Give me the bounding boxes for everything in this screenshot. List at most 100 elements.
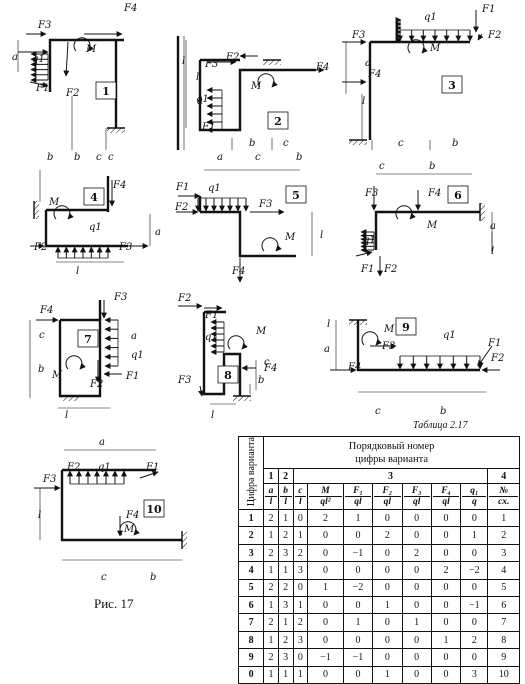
scheme-label: q1	[205, 332, 218, 343]
table-cell: 1	[263, 526, 279, 545]
scheme-label: F3	[381, 341, 395, 352]
scheme-label: M	[48, 197, 60, 208]
support-hatch	[182, 531, 187, 549]
scheme-label: F4	[263, 363, 277, 374]
table-cell: 9	[487, 648, 520, 667]
table-cell: 6	[487, 596, 520, 615]
scheme-label: a	[217, 152, 223, 163]
scheme-label: b	[249, 138, 255, 149]
param-numerator: q₁	[462, 486, 487, 497]
scheme-label: c	[375, 406, 381, 417]
table-cell: 2	[307, 509, 344, 528]
variant-digit-cell: 5	[237, 578, 265, 598]
scheme-label: c	[379, 161, 385, 172]
scheme-label: l	[491, 246, 494, 257]
table-cell: 0	[372, 613, 403, 632]
force-arrow	[139, 470, 159, 479]
table-cell: 3	[277, 648, 294, 667]
scheme-label: c	[283, 138, 289, 149]
scheme-label: F3	[118, 242, 132, 253]
scheme-label: M	[429, 43, 441, 54]
scheme-label: q1	[208, 183, 221, 194]
table-cell: 1	[263, 561, 279, 580]
table-cell: 1	[277, 561, 294, 580]
scheme-label: a	[197, 96, 203, 107]
table-cell: 0	[460, 648, 489, 667]
param-denominator: ql	[412, 496, 421, 507]
scheme-label: M	[255, 326, 267, 337]
scheme-label: F2	[174, 202, 188, 213]
table-cell: 0	[401, 561, 432, 580]
super-header-line-2: цифры варианта	[355, 453, 429, 465]
scheme-label: a	[99, 437, 105, 448]
scheme-number-box	[95, 81, 117, 100]
scheme-label: F1	[481, 4, 495, 15]
scheme-label: M	[51, 370, 63, 381]
scheme-label: F2	[66, 462, 80, 473]
scheme-label: a	[155, 227, 161, 238]
super-header-cell: Порядковый номер цифры варианта	[263, 435, 520, 470]
scheme-label: F2	[65, 88, 79, 99]
table-cell: −2	[460, 561, 489, 580]
table-cell: 2	[263, 578, 279, 598]
scheme-number-box	[217, 365, 239, 384]
force-arrow	[63, 41, 70, 77]
table-cell: 0	[430, 665, 462, 684]
scheme-number-box	[447, 185, 469, 204]
scheme-number-box	[77, 329, 99, 348]
scheme-label: F3	[42, 474, 56, 485]
table-cell: 2	[277, 526, 294, 545]
scheme-label: M	[426, 220, 438, 231]
scheme-label: q1	[89, 222, 102, 233]
param-numerator: №	[489, 486, 518, 497]
scheme-label: c	[39, 330, 45, 341]
table-cell: 2	[263, 543, 279, 563]
table-cell: 1	[307, 578, 344, 598]
scheme-label: b	[440, 406, 446, 417]
scheme-label: F3	[177, 375, 191, 386]
scheme-label: F3	[364, 188, 378, 199]
table-cell: 0	[401, 648, 432, 667]
table-cell: 0	[430, 526, 462, 545]
table-cell: 0	[307, 630, 344, 650]
scheme-label: b	[74, 152, 80, 163]
scheme-label: F3	[351, 30, 365, 41]
scheme-label: b	[452, 138, 458, 149]
scheme-label: F4	[367, 69, 381, 80]
table-cell: 0	[401, 526, 432, 545]
param-denominator: ql	[354, 496, 362, 507]
scheme-label: l	[196, 72, 199, 83]
table-cell: 5	[487, 578, 520, 598]
variant-digit-cell: 3	[237, 543, 265, 563]
force-arrow	[355, 250, 373, 257]
scheme-label: F3	[113, 292, 127, 303]
table-cell: −1	[342, 543, 374, 563]
support-hatch	[263, 60, 281, 65]
digit-pos-2: 2	[277, 468, 294, 484]
table-cell: −1	[342, 648, 374, 667]
scheme-label: M	[284, 232, 296, 243]
scheme-label: b	[47, 152, 53, 163]
scheme-label: F4	[123, 3, 137, 14]
table-title: Таблица 2.17	[413, 420, 468, 431]
table-cell: 1	[342, 613, 374, 632]
table-cell: 0	[307, 613, 344, 632]
table-cell: 0	[372, 509, 403, 528]
scheme-label: a	[490, 221, 496, 232]
table-cell: 1	[292, 596, 309, 615]
scheme-number-box	[83, 187, 105, 206]
scheme-number: 1	[102, 85, 110, 98]
table-cell: 1	[277, 509, 294, 528]
scheme-label: q1	[98, 462, 111, 473]
beam	[44, 210, 128, 248]
